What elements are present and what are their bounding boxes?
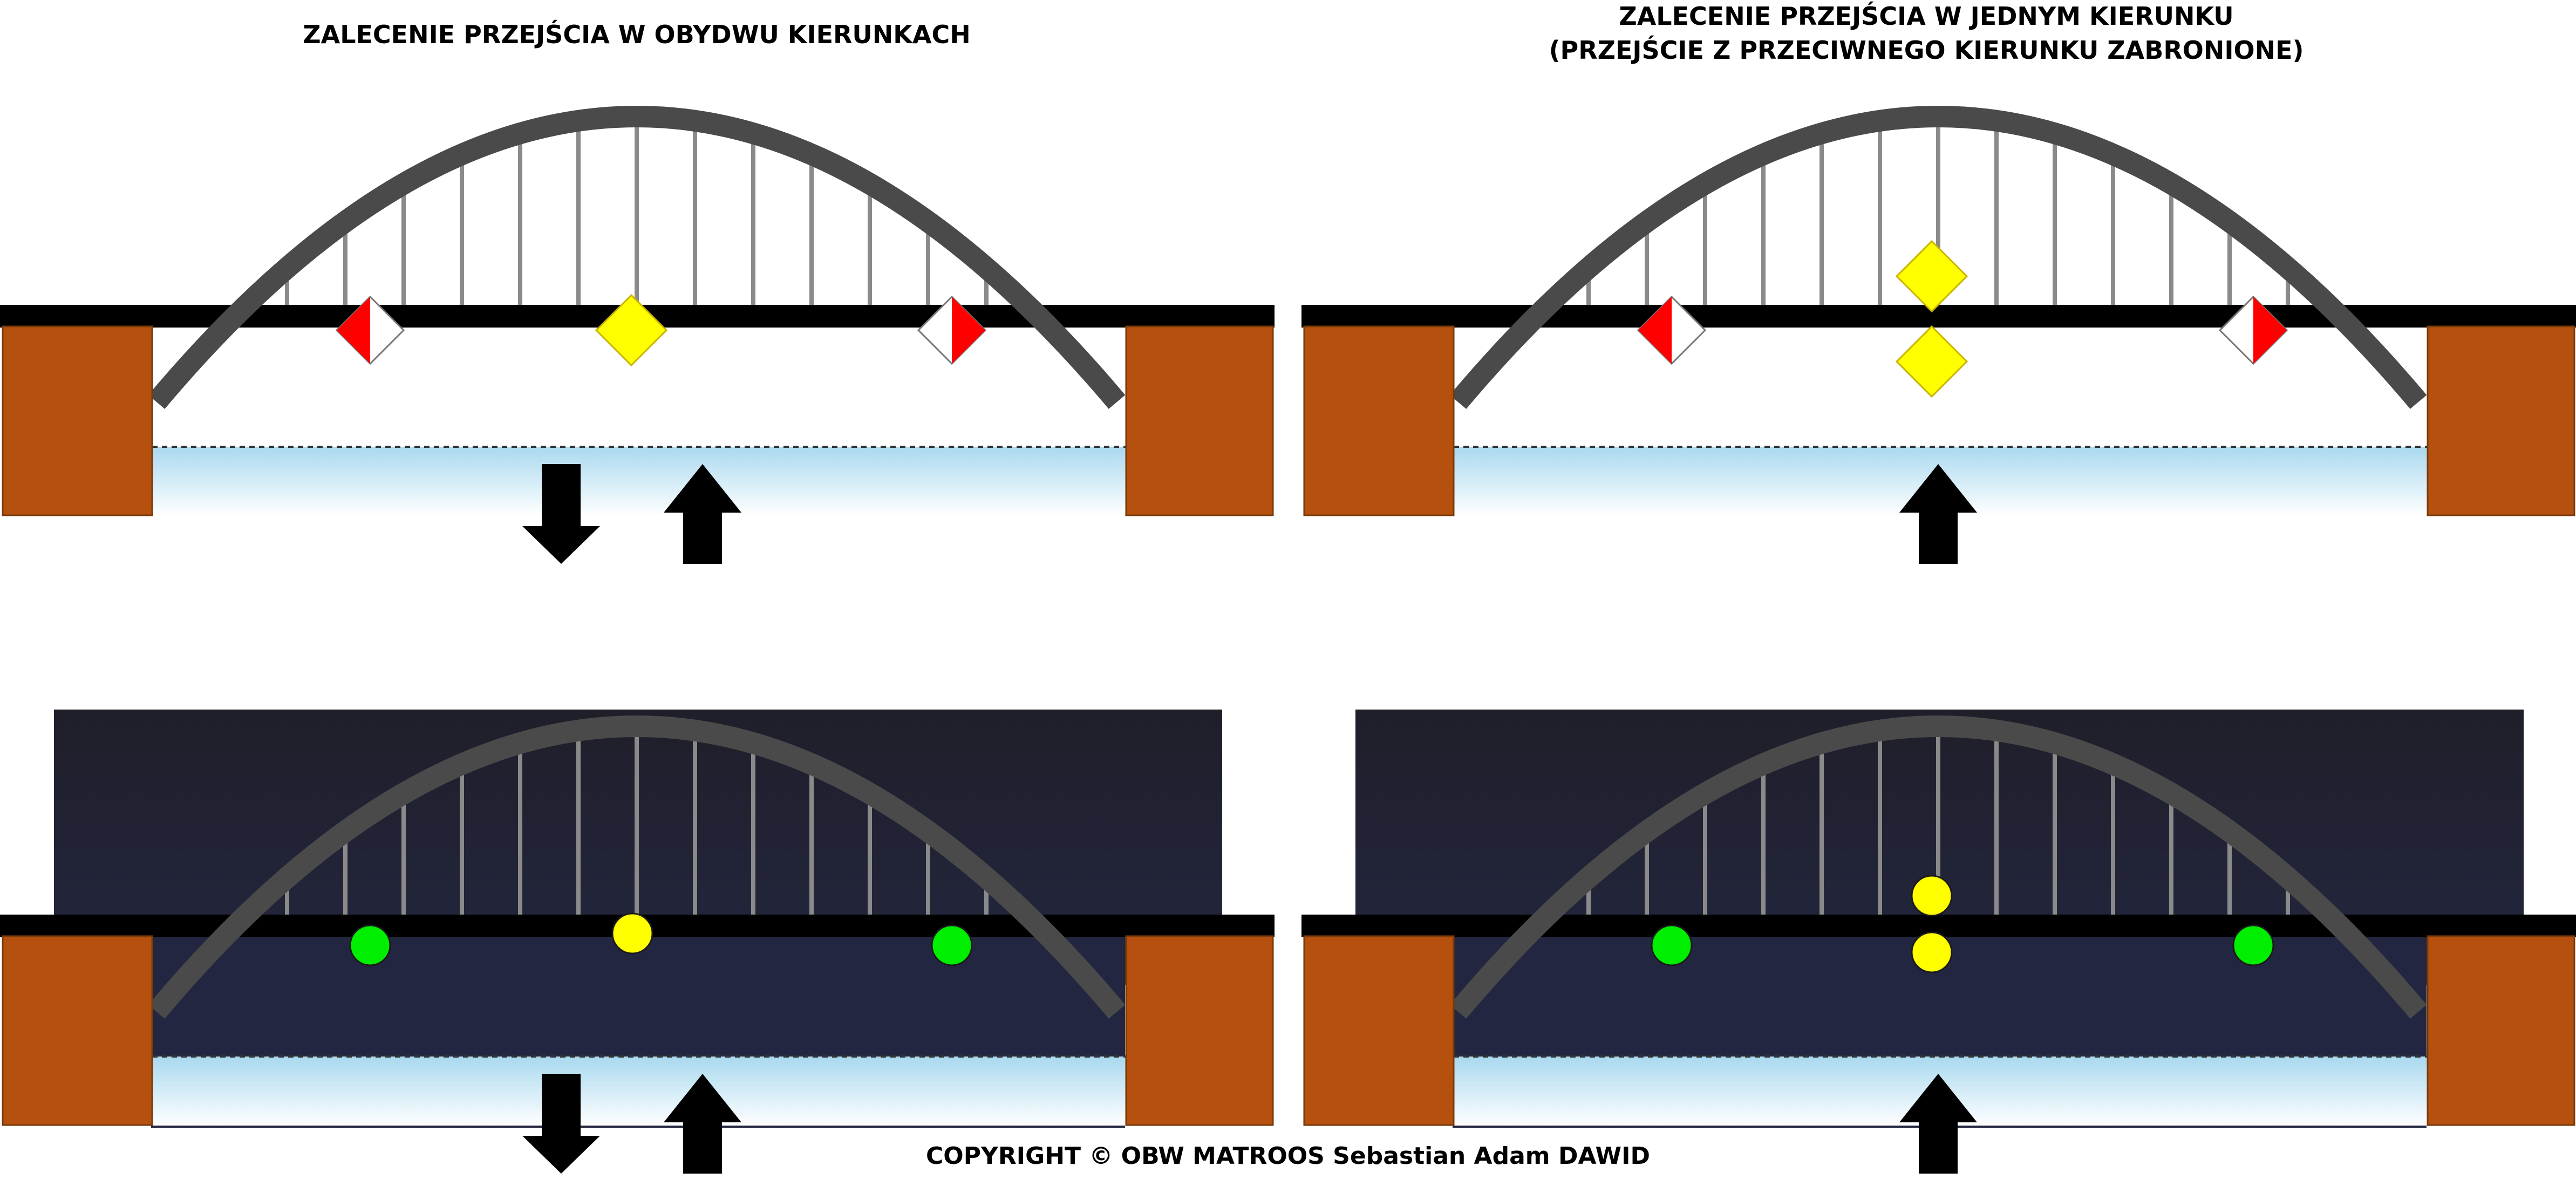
- pier-right: [2427, 935, 2575, 1126]
- yellow-diamond-sign: [595, 294, 668, 367]
- green-light: [1651, 924, 1693, 966]
- red-white-sign-right: [917, 295, 987, 365]
- sign-red-half: [952, 297, 985, 364]
- arrow-up: [1899, 464, 1977, 564]
- arrow-up: [664, 464, 741, 564]
- green-light: [349, 924, 391, 966]
- pier-left: [1303, 325, 1455, 516]
- bridge-deck: [1301, 305, 2576, 328]
- arrow-up: [664, 1074, 741, 1174]
- red-white-sign-left: [335, 295, 405, 365]
- pier-right: [1125, 325, 1274, 516]
- bridge-arch: [148, 715, 1126, 1019]
- panel-night-both-directions: [0, 710, 1275, 1174]
- green-light: [2232, 924, 2274, 966]
- title-one-direction: ZALECENIE PRZEJŚCIA W JEDNYM KIERUNKU: [1619, 2, 2233, 31]
- green-light: [931, 924, 973, 966]
- pier-right: [2427, 325, 2575, 516]
- copyright-notice: COPYRIGHT © OBW MATROOS Sebastian Adam D…: [926, 1142, 1650, 1170]
- red-white-sign-right: [2218, 295, 2288, 365]
- bridge-arch: [148, 106, 1126, 409]
- panels: [0, 106, 2576, 1174]
- pier-right: [1125, 935, 1274, 1126]
- title-one-direction-note: (PRZEJŚCIE Z PRZECIWNEGO KIERUNKU ZABRON…: [1549, 36, 2304, 65]
- sign-red-half: [1638, 297, 1672, 364]
- sign-red-half: [2253, 297, 2287, 364]
- panel-day-one-direction: [1301, 106, 2576, 564]
- pier-left: [2, 935, 153, 1126]
- water: [152, 1057, 1126, 1126]
- arrow-down: [522, 464, 600, 564]
- pier-left: [1303, 935, 1455, 1126]
- sign-red-half: [337, 297, 370, 364]
- panel-day-both-directions: [0, 106, 1275, 564]
- bridge-arch: [1449, 715, 2427, 1019]
- bridge-arch: [1449, 106, 2427, 409]
- yellow-light-upper: [1911, 875, 1953, 917]
- title-both-directions: ZALECENIE PRZEJŚCIA W OBYDWU KIERUNKACH: [303, 20, 971, 49]
- yellow-diamond-sign-upper: [1895, 240, 1968, 313]
- red-white-sign-left: [1637, 295, 1707, 365]
- arrow-up: [1899, 1074, 1977, 1174]
- yellow-diamond-sign-lower: [1895, 325, 1968, 398]
- panel-night-one-direction: [1301, 710, 2576, 1174]
- yellow-light-lower: [1911, 931, 1953, 973]
- pier-left: [2, 325, 153, 516]
- arrow-down: [522, 1074, 600, 1174]
- yellow-light: [611, 912, 653, 955]
- water: [152, 447, 1126, 516]
